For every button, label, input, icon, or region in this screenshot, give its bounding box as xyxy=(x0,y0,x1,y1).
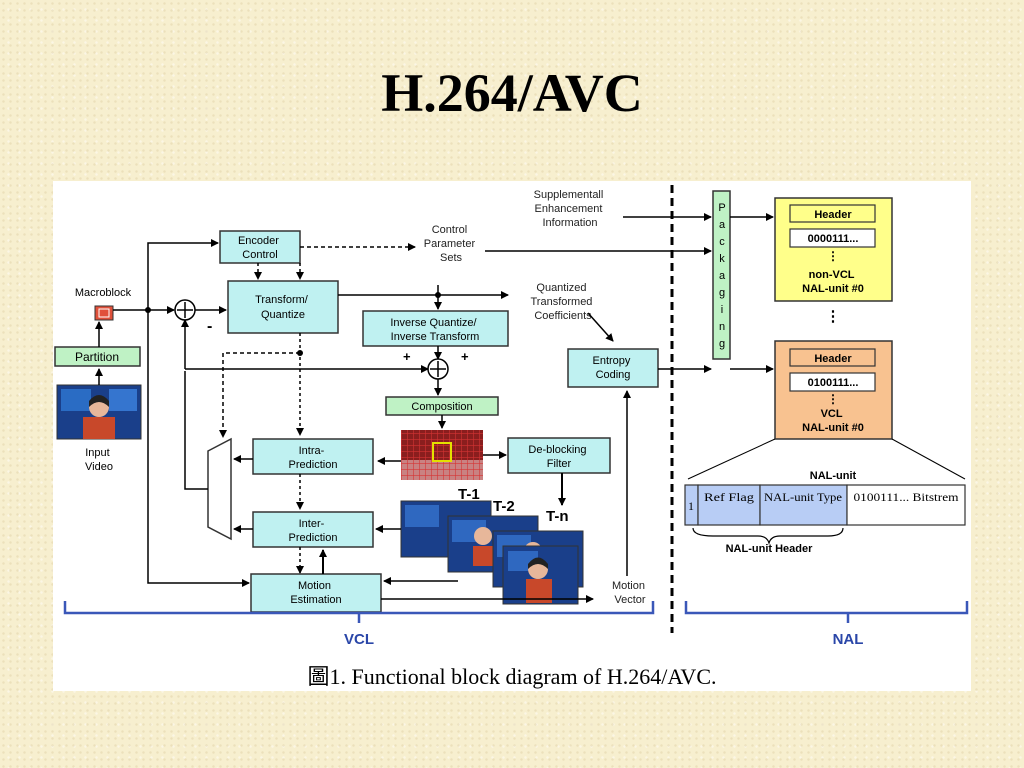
non-vcl-header-label: Header xyxy=(814,209,852,221)
intra-prediction-label: Intra- Prediction xyxy=(289,445,338,471)
supplemental-info-label: Supplementall Enhancement Information xyxy=(534,189,607,229)
prediction-switch xyxy=(207,437,232,541)
vcl-section-label: VCL xyxy=(344,631,374,648)
partition-label: Partition xyxy=(75,350,119,364)
reconstructed-frame xyxy=(401,430,483,480)
nal-unit-fields xyxy=(684,484,966,526)
packaging-block xyxy=(712,190,731,360)
input-video-frame xyxy=(56,384,142,440)
nal-section-label: NAL xyxy=(833,631,864,648)
svg-text:k: k xyxy=(719,253,725,265)
quantized-coefficients-label: Quantized Transformed Coefficients xyxy=(530,282,595,322)
nal-field-type: NAL-unit Type xyxy=(764,490,842,504)
entropy-coding-block xyxy=(567,348,659,388)
vcl-header-label: Header xyxy=(814,353,852,365)
svg-text:c: c xyxy=(719,236,725,248)
svg-text:n: n xyxy=(719,321,725,333)
slide-title: H.264/AVC xyxy=(381,63,643,123)
control-parameter-sets-label: Control Parameter Sets xyxy=(424,224,478,264)
vcl-vdots: ⋮ xyxy=(827,392,839,406)
svg-text:g: g xyxy=(719,287,725,299)
nal-field-ref-flag: Ref Flag xyxy=(704,490,754,504)
frame-label-t2: T-2 xyxy=(493,498,515,515)
frame-label-t1: T-1 xyxy=(458,486,480,503)
partition-block xyxy=(54,346,141,367)
input-video-label: Input Video xyxy=(85,447,113,473)
figure-caption: 圖1. Functional block diagram of H.264/AV… xyxy=(307,664,717,689)
reference-frames-stack xyxy=(400,500,584,605)
minus-sign: - xyxy=(207,318,212,335)
svg-text:a: a xyxy=(719,270,726,282)
inverse-transform-block xyxy=(362,310,509,347)
svg-text:a: a xyxy=(719,219,726,231)
motion-estimation-block xyxy=(250,573,382,613)
encoder-control-label: Encoder Control xyxy=(238,235,282,261)
nal-unit-header-label: NAL-unit Header xyxy=(726,543,814,555)
vcl-nal-label: VCL NAL-unit #0 xyxy=(802,408,864,434)
vcl-brace xyxy=(63,601,655,623)
non-vcl-label: non-VCL NAL-unit #0 xyxy=(802,269,864,295)
block-diagram-figure: Macroblock Partition Input Video - Encod… xyxy=(53,181,971,691)
svg-text:i: i xyxy=(721,304,723,316)
macroblock-label: Macroblock xyxy=(75,287,132,299)
packaging-label: P a c k a g i n g xyxy=(718,202,726,350)
intra-prediction-block xyxy=(252,438,374,475)
transform-quantize-label: Transform/ Quantize xyxy=(255,294,311,321)
nal-units-vdots: ⋮ xyxy=(826,308,841,325)
entropy-coding-label: Entropy Coding xyxy=(593,355,634,381)
non-vcl-vdots: ⋮ xyxy=(827,249,839,263)
block-diagram: Macroblock Partition Input Video - Encod… xyxy=(54,185,969,648)
deblocking-filter-block xyxy=(507,437,611,474)
inter-prediction-label: Inter- Prediction xyxy=(289,518,338,544)
composition-label: Composition xyxy=(411,401,472,413)
motion-vector-label: Motion Vector xyxy=(612,580,648,606)
deblocking-filter-label: De-blocking Filter xyxy=(528,444,589,470)
nal-field-forbidden-bit: 1 xyxy=(688,499,694,513)
inverse-transform-label: Inverse Quantize/ Inverse Transform xyxy=(390,317,479,343)
frame-label-tn: T-n xyxy=(546,508,569,525)
motion-estimation-label: Motion Estimation xyxy=(290,580,341,606)
plus-sign-left: + xyxy=(403,349,411,364)
nal-header-brace xyxy=(692,527,844,546)
nal-brace xyxy=(684,601,969,623)
svg-text:P: P xyxy=(718,202,725,214)
nal-unit-title: NAL-unit xyxy=(810,470,857,482)
nal-field-bitstream: 0100111... Bitstrem xyxy=(854,490,960,504)
vcl-bits: 0100111... xyxy=(808,377,859,389)
svg-text:g: g xyxy=(719,338,725,350)
macroblock-icon xyxy=(94,305,114,321)
non-vcl-bits: 0000111... xyxy=(808,233,859,245)
plus-sign-right: + xyxy=(461,349,469,364)
transform-quantize-block xyxy=(227,280,339,334)
